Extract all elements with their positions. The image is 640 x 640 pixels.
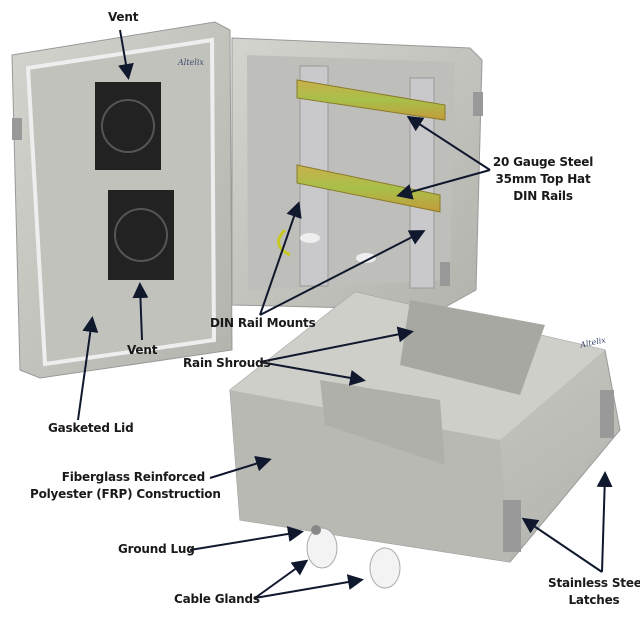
cable-gland-2 bbox=[369, 547, 401, 589]
label-rain-shrouds: Rain Shrouds bbox=[183, 356, 271, 370]
open-lid bbox=[11, 21, 233, 379]
label-frp-construction: Fiberglass Reinforced Polyester (FRP) Co… bbox=[30, 469, 221, 503]
label-din-line2: 35mm Top Hat bbox=[495, 172, 591, 186]
label-ground-lug: Ground Lug bbox=[118, 542, 195, 556]
callout-arrows bbox=[77, 29, 613, 599]
label-latches-line1: Stainless Steel bbox=[548, 576, 640, 590]
vent-bottom-fan bbox=[108, 190, 174, 280]
label-din-line1: 20 Gauge Steel bbox=[492, 155, 594, 169]
label-gasketed-lid: Gasketed Lid bbox=[48, 421, 134, 435]
label-din-line3: DIN Rails bbox=[513, 189, 573, 203]
label-cable-glands: Cable Glands bbox=[174, 592, 260, 606]
ground-lug bbox=[311, 525, 321, 535]
label-frp-line1: Fiberglass Reinforced bbox=[61, 470, 205, 484]
cable-gland-1 bbox=[306, 527, 338, 569]
label-vent-bottom: Vent bbox=[127, 343, 158, 357]
vent-top-fan bbox=[95, 82, 161, 170]
latch-2 bbox=[600, 390, 614, 438]
closed-enclosure bbox=[229, 291, 621, 589]
label-stainless-latches: Stainless Steel Latches bbox=[548, 575, 640, 609]
label-latches-line2: Latches bbox=[568, 593, 620, 607]
rain-shroud-back bbox=[400, 300, 545, 395]
latch-1 bbox=[503, 500, 521, 552]
label-frp-line2: Polyester (FRP) Construction bbox=[30, 487, 221, 501]
label-din-rails: 20 Gauge Steel 35mm Top Hat DIN Rails bbox=[488, 154, 598, 205]
label-din-rail-mounts: DIN Rail Mounts bbox=[210, 316, 316, 330]
brand-logo-lid: Altelix bbox=[178, 58, 204, 67]
open-enclosure bbox=[231, 37, 483, 311]
label-vent-top: Vent bbox=[108, 10, 139, 24]
rain-shroud-front bbox=[320, 380, 445, 465]
